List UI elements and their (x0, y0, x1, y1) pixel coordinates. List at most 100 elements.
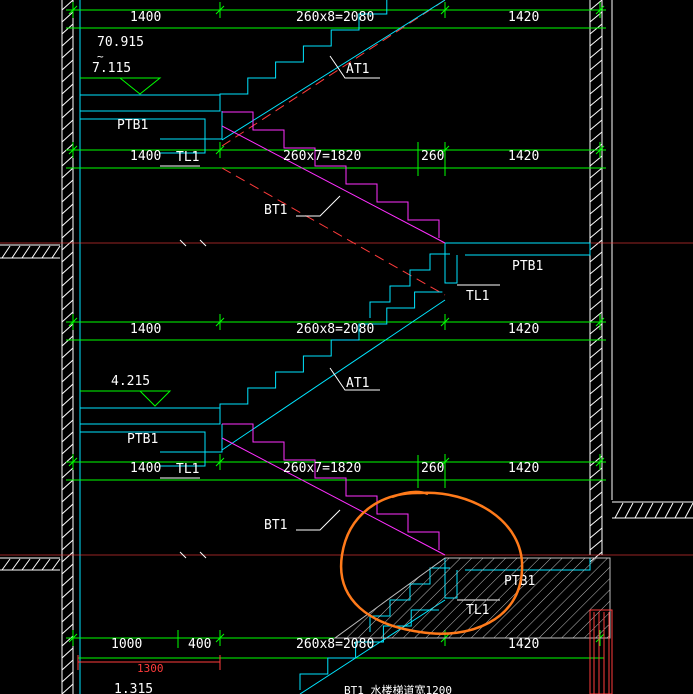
left-wall-hatch (61, 503, 74, 515)
dim-row3-left: 1400 (130, 461, 161, 476)
dim-row1-right: 1420 (508, 149, 539, 164)
right-slab-hatch (624, 502, 634, 519)
dimension-slash (68, 633, 78, 643)
axis-dash-line (221, 0, 446, 147)
left-wall-hatch (61, 191, 74, 203)
dimension-slash (68, 317, 78, 327)
left-wall-hatch (61, 347, 74, 359)
right-wall-hatch (589, 0, 603, 11)
dimension-slash (215, 633, 225, 643)
left-slab-hatch-2 (11, 558, 21, 571)
dim-row1-260: 260 (421, 149, 444, 164)
dimension-slash (440, 5, 450, 15)
break-mark (179, 551, 187, 559)
dim-bottom-right: 1420 (508, 637, 539, 652)
right-wall-hatch (589, 359, 603, 371)
left-wall-hatch (61, 455, 74, 467)
right-slab-hatch (614, 502, 624, 519)
left-wall-hatch (61, 83, 74, 95)
left-wall-hatch (61, 203, 74, 215)
label-tl1-top: TL1 (176, 150, 199, 165)
right-wall-hatch (589, 539, 603, 551)
flight-bt1-top-steps (222, 111, 440, 238)
dimension-slash (68, 457, 78, 467)
leader-at1-top (329, 55, 380, 79)
left-wall-hatch (61, 335, 74, 347)
left-slab-hatch (31, 245, 41, 259)
dimension-slash (68, 5, 78, 15)
left-wall-hatch (61, 0, 74, 11)
break-mark (199, 239, 207, 247)
left-wall-hatch (61, 623, 74, 635)
left-wall-hatch (61, 239, 74, 251)
label-ptb1-mid: PTB1 (127, 432, 158, 447)
right-wall-hatch (589, 431, 603, 443)
right-wall-hatch (589, 335, 603, 347)
right-wall-hatch (589, 107, 603, 119)
landing-right-top-slab (445, 242, 591, 256)
right-slab-hatch (644, 502, 654, 519)
left-wall-hatch (61, 95, 74, 107)
dimension-slash (215, 5, 225, 15)
right-wall-hatch (589, 203, 603, 215)
left-wall-hatch (61, 179, 74, 191)
label-tl1-right-top: TL1 (466, 289, 489, 304)
label-bt1-mid: BT1 (264, 518, 287, 533)
flight-at1-mid-steps (219, 291, 443, 420)
leader-bt1-mid (296, 509, 341, 531)
left-slab-hatch-2 (31, 558, 41, 571)
left-wall-hatch (61, 299, 74, 311)
left-wall-hatch (61, 587, 74, 599)
left-slab-hatch (21, 245, 31, 259)
left-wall-hatch (61, 119, 74, 131)
right-wall-hatch (589, 251, 603, 263)
right-slab-hatch (664, 502, 674, 519)
left-wall-hatch (61, 383, 74, 395)
right-wall-hatch (589, 491, 603, 503)
left-wall-hatch (61, 59, 74, 71)
dimension-slash (595, 457, 605, 467)
level-text-group: 70.915 ~ 7.115 4.215 1.315 (92, 35, 153, 694)
left-wall-hatch (61, 287, 74, 299)
left-wall-hatch (61, 35, 74, 47)
left-wall-hatch (61, 107, 74, 119)
left-slab-hatch (41, 245, 51, 259)
left-wall-hatch (61, 71, 74, 83)
left-wall-hatch (61, 611, 74, 623)
left-wall-hatch (61, 131, 74, 143)
right-wall-hatch (589, 35, 603, 47)
left-wall-hatch (61, 251, 74, 263)
right-wall-hatch (589, 275, 603, 287)
left-wall-hatch (61, 443, 74, 455)
dim-top-right: 1420 (508, 10, 539, 25)
dimension-slash (595, 5, 605, 15)
landing-right-top-edge (444, 243, 458, 284)
left-wall-hatch (61, 671, 74, 683)
dimension-slash (595, 145, 605, 155)
right-wall-hatch (589, 371, 603, 383)
dim-bottom-mid: 260x8=2080 (296, 637, 374, 652)
left-wall-hatch (61, 431, 74, 443)
left-wall-hatch (61, 575, 74, 587)
right-wall-hatch (589, 287, 603, 299)
left-wall-hatch (61, 563, 74, 575)
right-wall-hatch (589, 23, 603, 35)
label-ptb1-right-top: PTB1 (512, 259, 543, 274)
left-slab-hatch (1, 245, 11, 259)
flight-at1-upper-tail (369, 253, 450, 318)
left-wall-hatch (61, 371, 74, 383)
left-wall-hatch (61, 47, 74, 59)
dim-row1-left: 1400 (130, 149, 161, 164)
left-wall-hatch (61, 23, 74, 35)
right-wall-hatch (589, 47, 603, 59)
left-wall-hatch (61, 491, 74, 503)
left-slab-hatch-2 (1, 558, 11, 571)
dimension-slash (68, 145, 78, 155)
right-wall-hatch (589, 395, 603, 407)
right-wall-hatch (589, 383, 603, 395)
right-wall-hatch (589, 299, 603, 311)
dimension-slash (215, 317, 225, 327)
right-slab-hatch (654, 502, 664, 519)
right-slab-hatch (634, 502, 644, 519)
left-wall-hatch (61, 515, 74, 527)
